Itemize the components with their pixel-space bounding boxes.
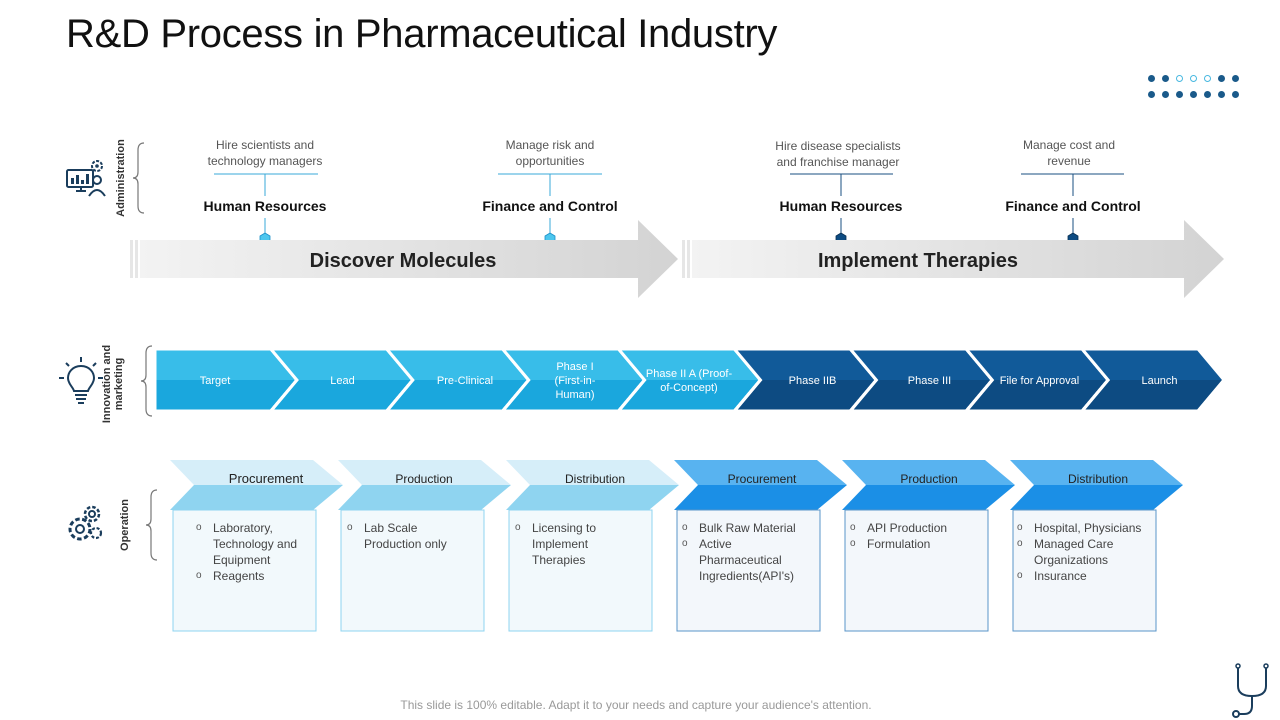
phase-file-for-approval: File for Approval [999, 375, 1080, 387]
op-header-2: Production [395, 472, 453, 486]
op-list-item: Insurance [1017, 568, 1157, 584]
phase-chevron-highlight-5 [618, 349, 761, 380]
admin-name-2: Finance and Control [482, 198, 618, 214]
phase-chevron-highlight-9 [1082, 349, 1224, 380]
op-header-banner-4 [674, 460, 847, 485]
phase-lead: Lead [330, 375, 355, 387]
decorative-dots [1148, 75, 1240, 101]
admin-item-4: Manage cost and revenue [989, 137, 1149, 169]
phase-chevron-highlight-7 [850, 349, 993, 380]
phase-1: Phase I(First-in-Human) [554, 361, 596, 401]
admin-desc-3b: and franchise manager [776, 155, 900, 169]
admin-desc-4a: Manage cost and [1022, 138, 1116, 152]
admin-name-4: Finance and Control [1005, 198, 1141, 214]
op-header-banner-2 [338, 460, 511, 485]
op-header-5: Production [900, 472, 958, 486]
op-header-fold-2 [338, 485, 511, 510]
op-header-banner-1 [170, 460, 343, 485]
phase-launch: Launch [1141, 375, 1178, 387]
admin-desc-1b: technology managers [207, 154, 323, 168]
phase-chevron-highlight-3 [386, 349, 529, 380]
op-header-1: Procurement [228, 471, 304, 486]
admin-item-1: Hire scientists and technology managers [185, 137, 345, 169]
phase-chevrons [153, 349, 1226, 413]
phase-chevron-highlight-2 [270, 349, 413, 380]
op-list-5: API Production Formulation [850, 520, 980, 552]
op-header-fold-6 [1010, 485, 1183, 510]
op-header-fold-4 [674, 485, 847, 510]
op-header-fold-3 [506, 485, 679, 510]
lightbulb-icon [59, 357, 103, 404]
admin-item-3: Hire disease specialists and franchise m… [752, 138, 924, 170]
op-list-4: Bulk Raw Material ActivePharmaceuticalIn… [682, 520, 817, 584]
op-header-fold-5 [842, 485, 1015, 510]
op-list-item: Formulation [850, 536, 980, 552]
stage-arrow-1 [130, 220, 678, 298]
phase-3: Phase III [907, 375, 952, 387]
admin-name-3: Human Resources [779, 198, 903, 214]
phase-2b: Phase IIB [788, 375, 837, 387]
admin-desc-2a: Manage risk and [505, 138, 595, 152]
operation-bracket [145, 489, 158, 561]
op-header-6: Distribution [1067, 472, 1129, 486]
administration-bracket [132, 142, 145, 214]
phase-chevron-highlight-4 [502, 349, 645, 380]
op-header-banner-5 [842, 460, 1015, 485]
admin-desc-2b: opportunities [515, 154, 585, 168]
gears-icon [68, 505, 103, 541]
stethoscope-icon [1232, 663, 1269, 718]
phase-chevron-outline-9 [1078, 349, 1226, 413]
op-list-item: Bulk Raw Material [682, 520, 817, 536]
admin-item-2: Manage risk and opportunities [470, 137, 630, 169]
admin-desc-4b: revenue [1047, 154, 1091, 168]
phase-target: Target [199, 375, 231, 387]
op-header-banner-3 [506, 460, 679, 485]
stage-arrow-2 [682, 220, 1224, 298]
phase-chevron-highlight-1 [155, 349, 297, 380]
stage-label-implement: Implement Therapies [817, 250, 1019, 272]
phase-chevron-highlight-8 [966, 349, 1109, 380]
admin-desc-1a: Hire scientists and [215, 138, 315, 152]
op-list-item: Reagents [196, 568, 311, 584]
op-header-3: Distribution [564, 472, 626, 486]
stage-arrows [130, 220, 1224, 298]
admin-name-1: Human Resources [203, 198, 327, 214]
footer-note: This slide is 100% editable. Adapt it to… [400, 698, 872, 712]
admin-desc-3a: Hire disease specialists [775, 139, 901, 153]
phase-chevron-highlight-6 [734, 349, 877, 380]
op-list-item: API Production [850, 520, 980, 536]
innovation-bracket [140, 345, 153, 417]
page-title: R&D Process in Pharmaceutical Industry [66, 12, 778, 56]
op-list-6: Hospital, Physicians Managed CareOrganiz… [1017, 520, 1157, 584]
phase-2a: Phase II A (Proof-of-Concept) [645, 368, 733, 394]
stage-label-discover: Discover Molecules [309, 250, 497, 272]
op-list-item: Hospital, Physicians [1017, 520, 1157, 536]
op-header-fold-1 [170, 485, 343, 510]
op-header-4: Procurement [727, 472, 797, 486]
phase-pre-clinical: Pre-Clinical [436, 375, 494, 387]
analyst-computer-icon [66, 160, 106, 197]
op-header-banner-6 [1010, 460, 1183, 485]
